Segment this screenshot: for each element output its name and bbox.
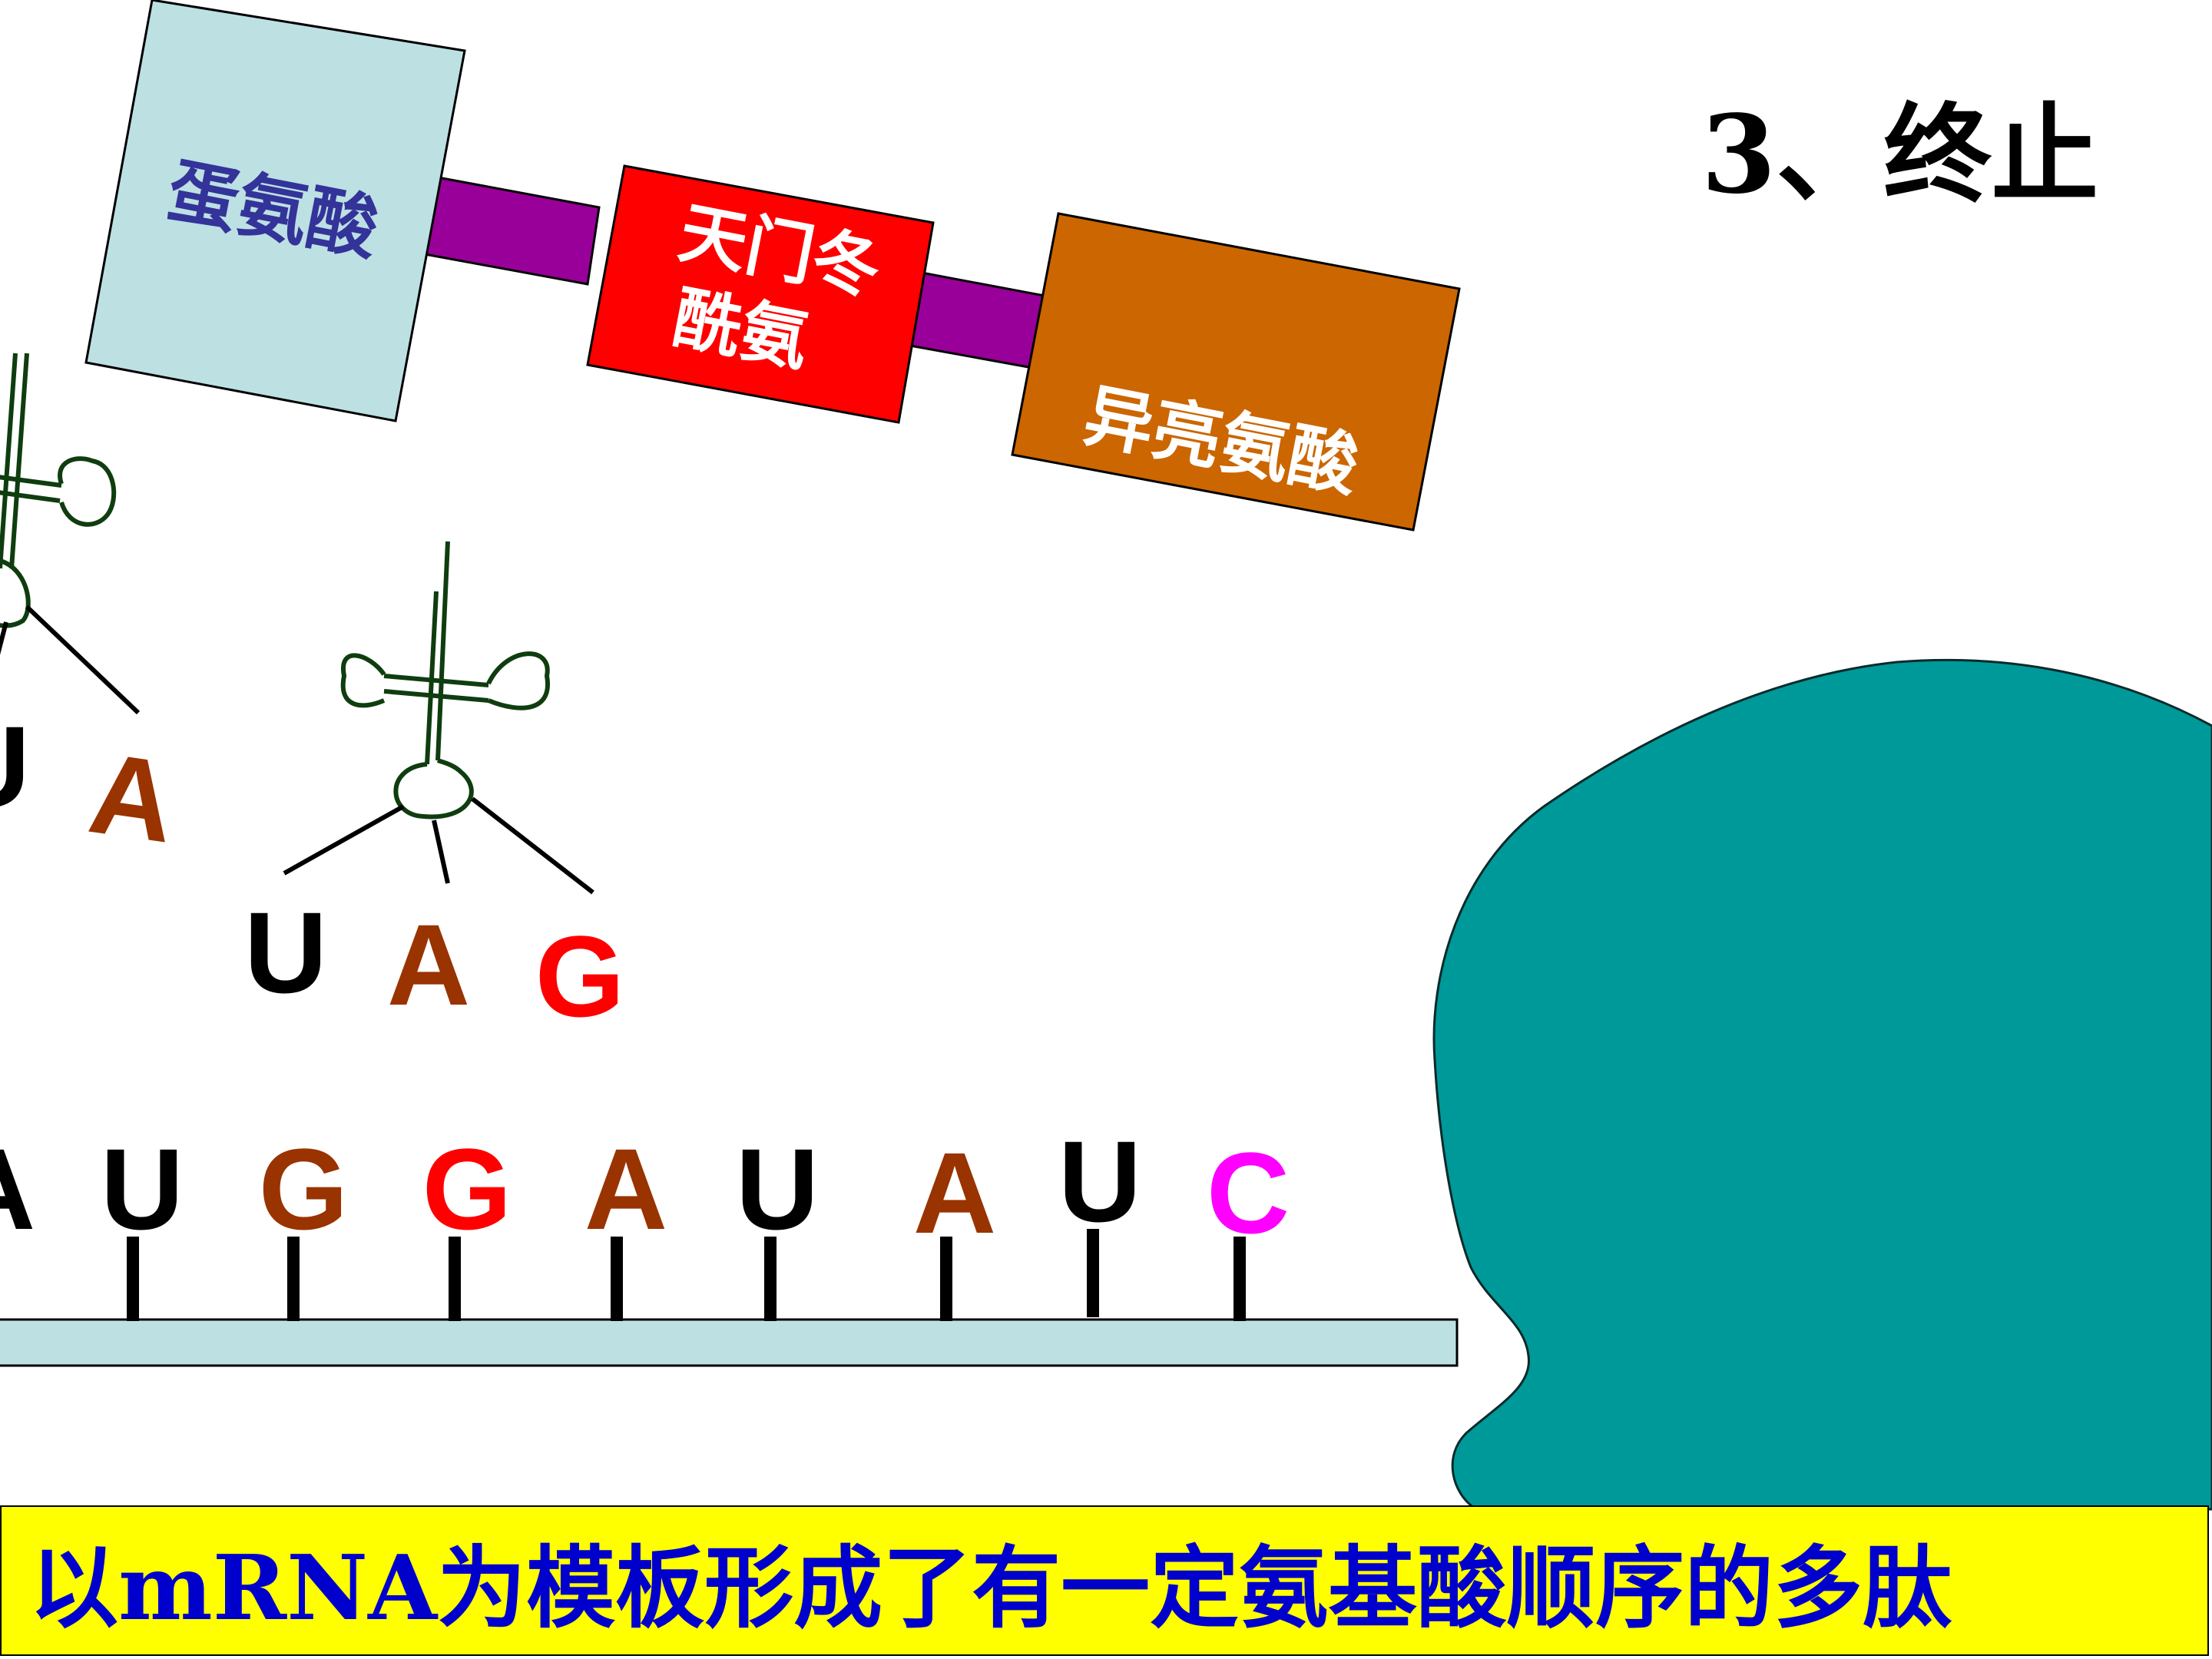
peptide-bond-1: [419, 175, 601, 286]
peptide-bond-2: [909, 271, 1050, 370]
mrna-base-4: G: [422, 1124, 512, 1253]
trna-left-base-2: A: [82, 727, 183, 866]
ribosome: [1432, 658, 2212, 1511]
trna-right-base-1: U: [244, 888, 327, 1017]
trna-left-base-1: U: [0, 702, 30, 831]
mrna-base-6: U: [736, 1124, 819, 1253]
trna-left: [0, 353, 141, 715]
trna-right-base-2: A: [387, 900, 470, 1029]
amino-acid-ile: 异亮氨酸: [1011, 212, 1461, 531]
amino-acid-asp: 天门冬 酰氨: [586, 164, 935, 424]
mrna-strand: [0, 1318, 1459, 1367]
mrna-ticks: [127, 1229, 1246, 1321]
trna-right-base-3: G: [535, 912, 625, 1041]
mrna-base-3: G: [259, 1124, 349, 1253]
summary-banner-text: 以mRNA为模板形成了有一定氨基酸顺序的多肽: [29, 1536, 1952, 1641]
mrna-base-9: C: [1207, 1128, 1290, 1257]
mrna-base-5: A: [584, 1124, 667, 1253]
mrna-base-1: A: [0, 1124, 35, 1253]
mrna-base-8: U: [1058, 1117, 1141, 1246]
mrna-base-2: U: [101, 1124, 184, 1253]
mrna-base-7: A: [913, 1128, 996, 1257]
trna-right: [283, 541, 594, 895]
amino-acid-met: 蛋氨酸: [84, 0, 466, 422]
page-title: 3、终止: [1701, 92, 2098, 218]
summary-banner: 以mRNA为模板形成了有一定氨基酸顺序的多肽: [0, 1505, 2209, 1656]
